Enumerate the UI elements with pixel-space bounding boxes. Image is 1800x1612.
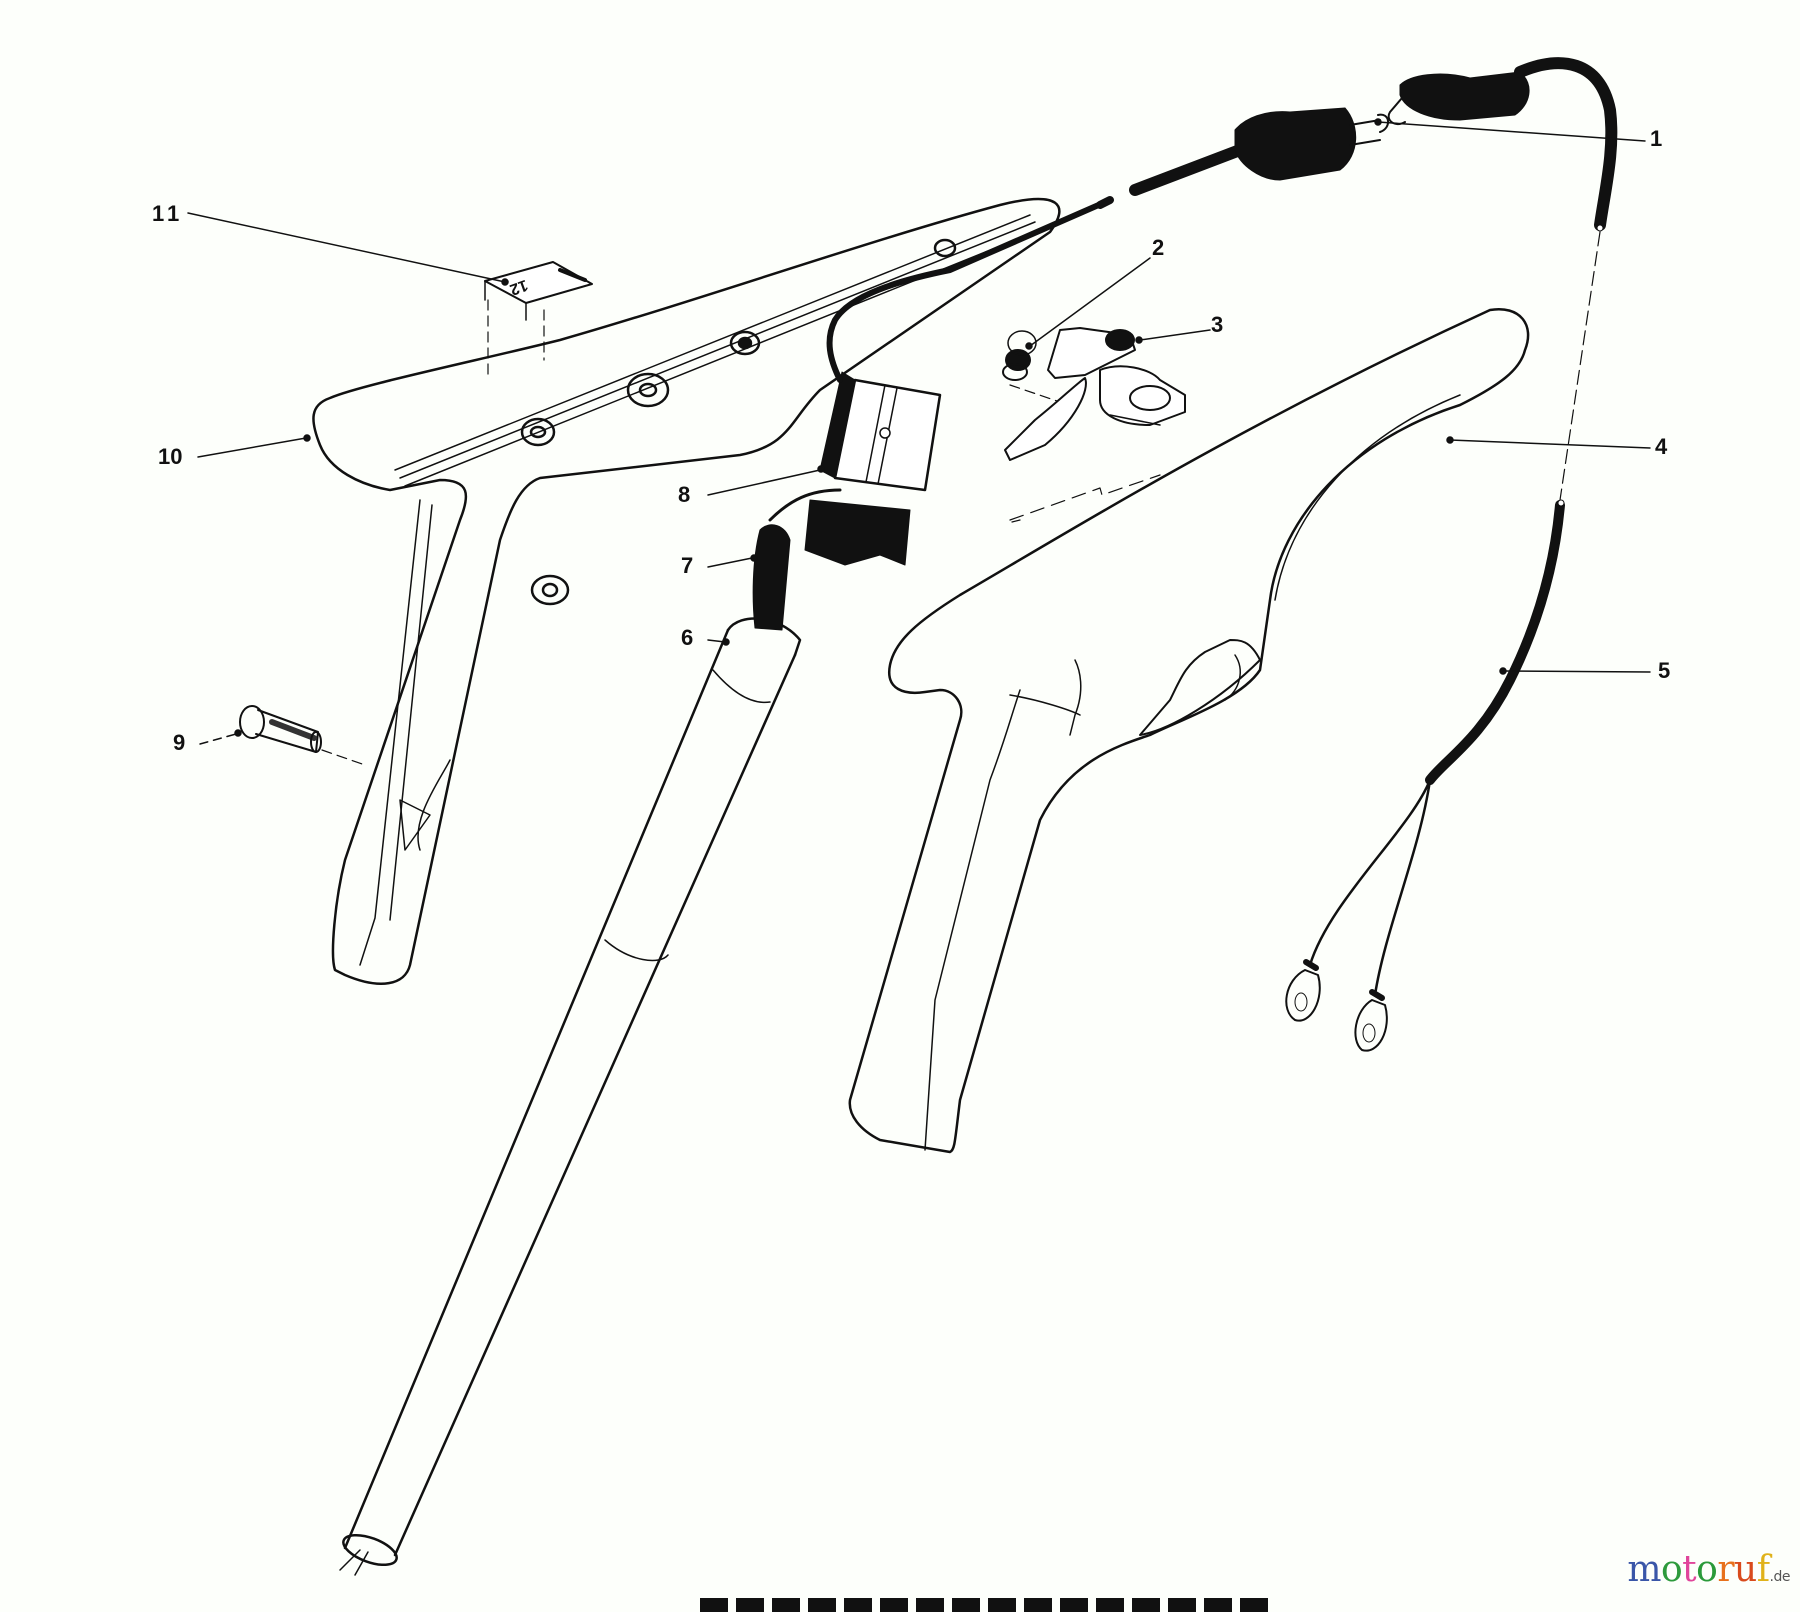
callout-11: 11 (152, 201, 184, 226)
callout-8: 8 (678, 482, 691, 507)
decal-text: 12 (507, 276, 530, 298)
leader-lines (187, 118, 1651, 745)
watermark-letter: m (1627, 1549, 1661, 1590)
callout-1: 1 (1650, 126, 1663, 151)
lead-wire (1285, 499, 1565, 1052)
watermark-letter: r (1717, 1549, 1735, 1590)
callout-7: 7 (681, 553, 694, 578)
watermark-letter: t (1682, 1549, 1697, 1590)
screw (239, 705, 366, 766)
cropped-title-text (700, 1598, 1270, 1612)
left-handle-half (312, 197, 1061, 985)
watermark-letter: u (1734, 1549, 1757, 1590)
callout-6: 6 (681, 625, 694, 650)
callout-3: 3 (1211, 312, 1224, 337)
switch (804, 197, 1113, 566)
callout-2: 2 (1152, 235, 1165, 260)
callout-4: 4 (1655, 434, 1668, 459)
power-cord (1096, 57, 1618, 501)
watermark-letter: o (1696, 1549, 1718, 1590)
decal-label: 12 (484, 261, 593, 376)
watermark-letter: o (1660, 1549, 1683, 1590)
watermark-tld: .de (1769, 1569, 1791, 1585)
right-handle-half (848, 307, 1530, 1154)
watermark-letter: f (1756, 1549, 1770, 1590)
callout-9: 9 (173, 730, 186, 755)
shaft-tube (339, 617, 802, 1576)
callout-5: 5 (1658, 658, 1671, 683)
callout-10: 10 (158, 444, 183, 469)
trigger-assembly (1002, 327, 1186, 461)
motoruf-watermark: motoruf.de (1627, 1549, 1790, 1590)
